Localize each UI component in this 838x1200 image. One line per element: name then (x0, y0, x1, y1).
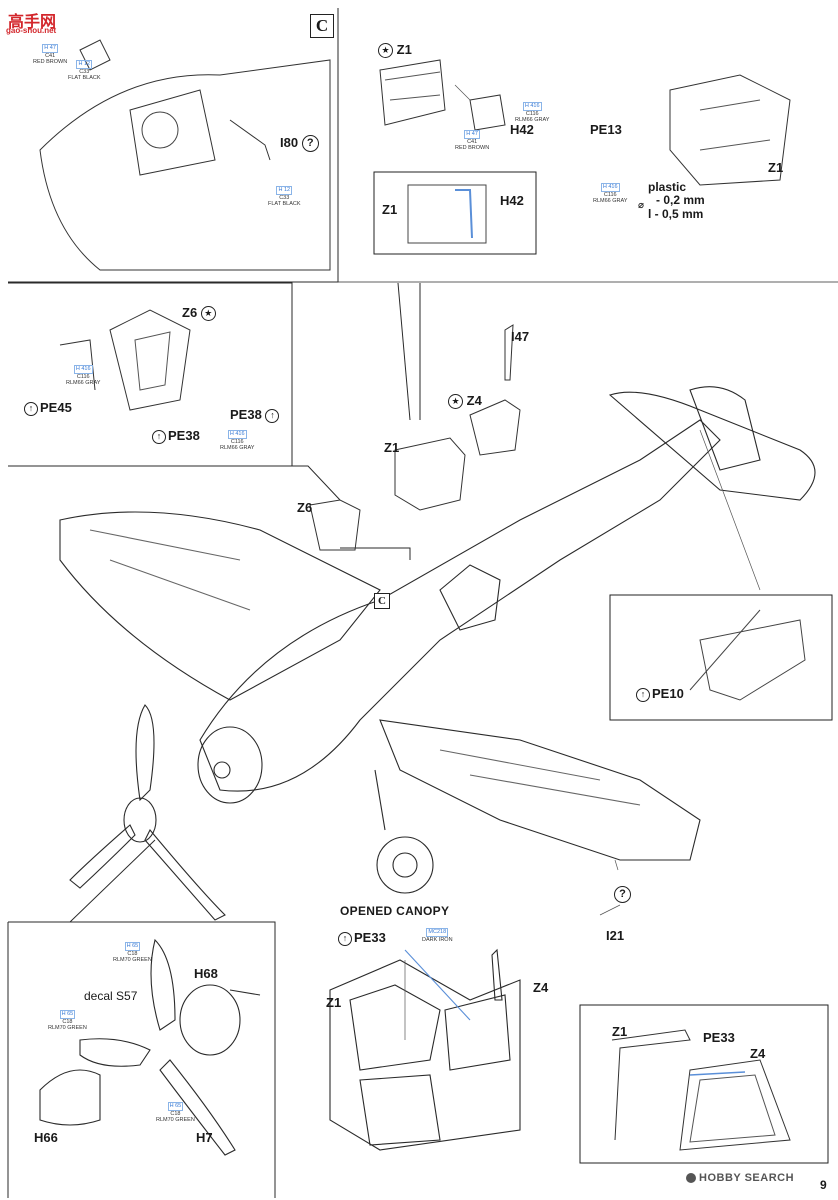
label-z6-main: Z6 (297, 500, 313, 515)
opened-canopy-caption: OPENED CANOPY (340, 904, 450, 918)
diameter-symbol: ⌀ (638, 200, 645, 211)
label-pe38-right: PE38 ↑ (230, 407, 281, 423)
label-z1-main: Z1 (384, 440, 400, 455)
label-z1-inset: Z1 (382, 202, 398, 217)
watermark-url: gao-shou.net (6, 26, 57, 35)
label-i47: I47 (511, 329, 530, 344)
label-plastic-spec: - 0,2 mm (656, 193, 705, 207)
watermark-chars: 高手网 (8, 14, 57, 31)
star-icon: ★ (448, 394, 463, 410)
label-plastic: plastic (648, 180, 687, 194)
question-icon: ? (614, 886, 631, 904)
pe-icon: ↑ (24, 401, 38, 416)
label-z1-top: ★ Z1 (378, 42, 412, 59)
fuselage-section-tag: C (374, 593, 390, 609)
section-tag: C (310, 14, 334, 38)
label-z1-small: Z1 (612, 1024, 628, 1039)
label-h42-top: H42 (510, 122, 534, 137)
label-i21: I21 (606, 928, 625, 943)
label-z4-canopy: Z4 (533, 980, 549, 995)
label-h42-inset: H42 (500, 193, 524, 208)
label-z6-top: Z6 ★ (182, 305, 216, 322)
label-h66: H66 (34, 1130, 58, 1145)
label-length-spec: l - 0,5 mm (648, 207, 704, 221)
label-decal: decal S57 (84, 989, 138, 1003)
label-pe13: PE13 (590, 122, 622, 137)
label-z1-right: Z1 (768, 160, 784, 175)
label-z4-main: ★ Z4 (448, 393, 482, 410)
label-question: ? (614, 886, 631, 904)
pe-icon: ↑ (152, 429, 166, 444)
label-h68: H68 (194, 966, 218, 981)
star-icon: ★ (378, 43, 393, 59)
label-pe45: ↑PE45 (24, 400, 72, 416)
label-z4-small: Z4 (750, 1046, 766, 1061)
star-icon: ★ (200, 306, 216, 322)
brand-footer: HOBBY SEARCH (686, 1172, 794, 1184)
label-i80: I80 ? (280, 135, 319, 153)
label-pe38-left: ↑PE38 (152, 428, 200, 444)
label-pe10: ↑PE10 (636, 686, 684, 702)
label-pe33-small: PE33 (703, 1030, 735, 1045)
pe-icon: ↑ (636, 687, 650, 702)
question-icon: ? (301, 135, 319, 153)
label-h7: H7 (196, 1130, 213, 1145)
label-z1-canopy: Z1 (326, 995, 342, 1010)
page-number: 9 (820, 1178, 827, 1192)
pe-icon: ↑ (265, 408, 280, 423)
label-pe33: ↑PE33 (338, 930, 386, 946)
brand-logo-icon (686, 1173, 696, 1184)
pe-icon: ↑ (338, 931, 352, 946)
